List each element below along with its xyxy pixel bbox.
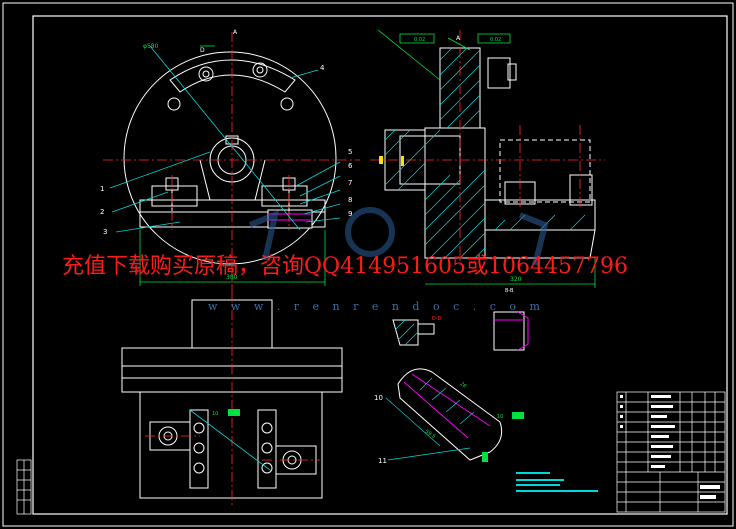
dim-320: 320	[510, 276, 522, 283]
side-view	[384, 47, 596, 259]
notes-lines	[516, 472, 598, 492]
detail-arm	[397, 368, 503, 461]
arc-slot	[169, 59, 296, 93]
detail-dd	[392, 311, 529, 351]
tolerance-value-1: 0.02	[414, 37, 425, 43]
arm-dim-10: 10	[497, 414, 503, 420]
marker-yellow-1	[379, 156, 383, 164]
label-4: 4	[320, 64, 325, 72]
top-view-dimensions	[139, 45, 326, 286]
detail-arm-outline	[403, 373, 491, 439]
label-8: 8	[348, 196, 352, 204]
label-10: 10	[374, 394, 383, 402]
left-strip	[16, 459, 32, 515]
label-7: 7	[348, 179, 352, 187]
section-bb: B-B	[505, 288, 514, 294]
label-3: 3	[103, 228, 107, 236]
watermark-logo	[248, 207, 549, 266]
part-labels: 1 2 3 4 5 6 7 8 9 10 11	[100, 64, 387, 465]
dim-380: 380	[226, 274, 238, 281]
detail-dd-hatch	[394, 319, 419, 346]
detail-arm-hatch	[385, 377, 475, 461]
tolerance-value-2: 0.02	[490, 37, 501, 43]
front-dim-10: 10	[212, 411, 218, 417]
label-d-top: D	[200, 47, 205, 54]
url-watermark-text: w w w . r e n r e n d o c . c o m	[208, 300, 545, 313]
front-dim-box	[228, 409, 240, 416]
front-view-centerlines	[145, 292, 320, 508]
arm-dim-marker	[482, 452, 488, 462]
label-11: 11	[378, 457, 387, 465]
inner-frame	[32, 15, 728, 515]
side-view-centerlines	[370, 30, 605, 265]
arm-dim-28: 28	[459, 381, 468, 390]
leader-lines	[109, 45, 341, 233]
top-view	[123, 51, 337, 265]
arm-dim-595: 59.5	[424, 429, 437, 440]
title-block	[616, 391, 726, 513]
label-5: 5	[348, 148, 352, 156]
arm-dim-box	[512, 412, 524, 419]
tolerance-frames	[377, 29, 511, 81]
front-leader	[189, 409, 271, 471]
top-view-centerlines	[103, 32, 360, 300]
dim-phi580: φ580	[143, 43, 159, 50]
label-2: 2	[100, 208, 104, 216]
side-view-dimensions	[425, 258, 596, 288]
promo-watermark-text: 充值下载购买原稿，咨询QQ414951605或1064457796	[62, 254, 629, 279]
label-6: 6	[348, 162, 353, 170]
label-a-top: A	[233, 29, 238, 36]
plate-circle	[123, 51, 337, 265]
section-dd: D-D	[432, 316, 442, 322]
label-1: 1	[100, 185, 104, 193]
title-block-text-marks	[620, 395, 720, 499]
label-9: 9	[348, 210, 352, 218]
datum-a: A	[456, 35, 461, 42]
marker-yellow-2	[401, 156, 404, 166]
